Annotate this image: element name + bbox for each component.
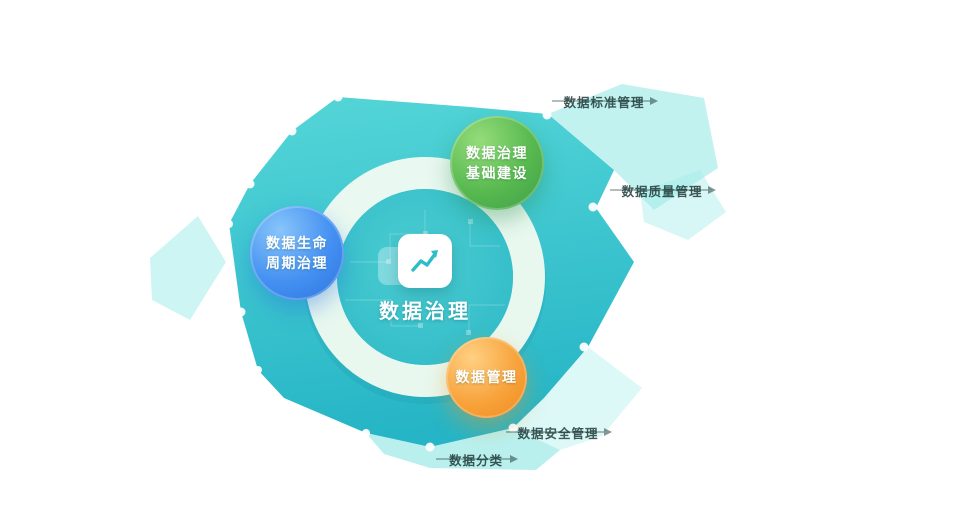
vertex-dots — [225, 92, 598, 452]
annotation-label: 数据标准管理 — [563, 96, 645, 110]
line-chart-icon — [398, 234, 452, 288]
annotation-label: 数据质量管理 — [621, 185, 703, 199]
light-shape-top-right — [548, 84, 718, 210]
vertex-dot — [425, 442, 435, 452]
vertex-dot — [287, 126, 297, 136]
node-label-line: 数据生命 — [266, 234, 328, 251]
node-data-governance-infrastructure: 数据治理 基础建设 — [450, 116, 544, 210]
center-title: 数据治理 — [379, 301, 471, 323]
annotation-data-standard: 数据标准管理 — [552, 92, 658, 110]
vertex-dot — [254, 366, 262, 374]
vertex-dot — [362, 429, 370, 437]
node-label-line: 周期治理 — [266, 255, 328, 271]
node-data-lifecycle-governance: 数据生命 周期治理 — [250, 206, 344, 300]
vertex-dot — [579, 342, 589, 352]
arrow-icon — [552, 97, 658, 105]
vertex-dot — [588, 202, 598, 212]
annotation-data-classification: 数据分类 — [436, 450, 518, 468]
node-label-line: 数据管理 — [455, 369, 518, 386]
arrow-icon — [506, 428, 612, 436]
arrow-icon — [610, 186, 716, 194]
vertex-dot — [236, 307, 246, 317]
node-label-line: 数据治理 — [466, 144, 528, 161]
vertex-dot — [225, 220, 233, 228]
light-shape-bottom-right — [513, 347, 642, 450]
node-data-management: 数据管理 — [446, 337, 527, 418]
vertex-dot — [245, 179, 255, 189]
light-shape-right — [640, 170, 726, 240]
annotation-data-security: 数据安全管理 — [506, 423, 612, 441]
vertex-dot — [508, 423, 518, 433]
line-chart-glyph — [411, 250, 438, 272]
light-shape-left — [150, 216, 226, 320]
node-label-line: 基础建设 — [466, 165, 528, 181]
annotation-label: 数据分类 — [448, 454, 503, 468]
vertex-dot — [333, 92, 343, 102]
arrow-icon — [436, 455, 518, 463]
annotation-data-quality: 数据质量管理 — [610, 181, 716, 199]
vertex-dot — [542, 110, 552, 120]
annotation-label: 数据安全管理 — [517, 427, 599, 441]
